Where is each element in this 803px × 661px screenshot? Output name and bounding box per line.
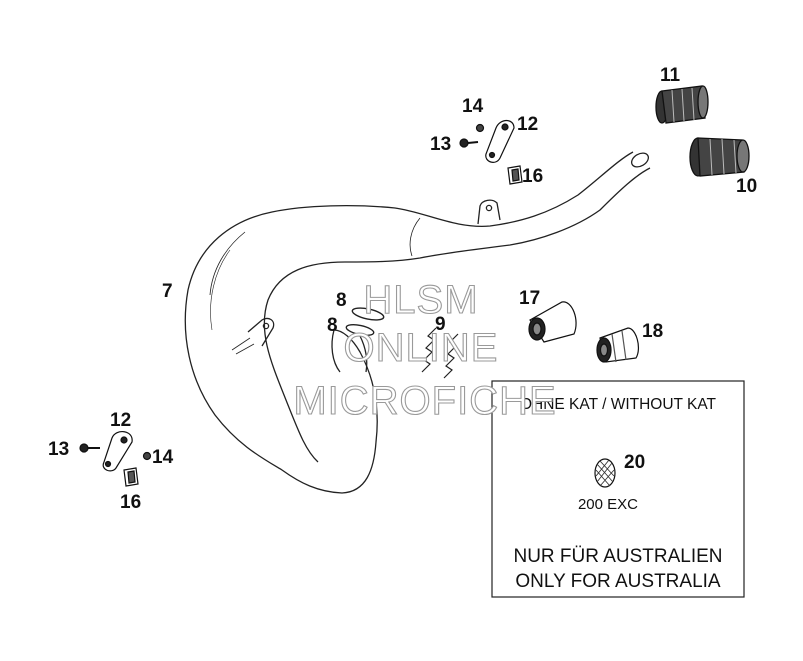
hardware-top-group [459,119,523,185]
exhaust-pipe [184,151,651,494]
part-label-10: 10 [736,176,757,197]
washer-14-top [475,123,485,133]
part-label-14-left: 14 [152,447,174,468]
watermark-line-2: ONLINE [344,326,499,370]
screw-13-left [79,443,100,453]
screw-13-top [459,138,479,148]
watermark-line-1: HLSM [363,278,478,322]
inset-title: OHNE KAT / WITHOUT KAT [520,396,717,413]
clamp-12-left [102,431,133,472]
part-label-8-upper: 8 [336,290,347,311]
inset-note-de: NUR FÜR AUSTRALIEN [513,546,722,567]
part-label-18: 18 [642,321,663,342]
rubber-sleeve-10 [689,137,750,177]
part-label-14-top: 14 [462,96,484,117]
part-label-7: 7 [162,281,173,302]
watermark: HLSM ONLINE MICROFICHE [293,277,556,423]
part-label-16-left: 16 [120,492,141,513]
rubber-sleeve-11 [655,85,709,124]
nut-16-top [507,165,523,185]
screen-insert-20 [594,458,616,488]
part-label-8-lower: 8 [327,315,338,336]
part-label-13-left: 13 [48,439,69,460]
part-label-17: 17 [519,288,540,309]
part-label-20: 20 [624,452,645,473]
part-label-11: 11 [660,65,681,86]
hardware-left-group [79,431,152,487]
washer-14-left [142,451,152,461]
part-label-9: 9 [435,314,446,335]
part-label-12-left: 12 [110,410,131,431]
rubber-damper-18 [596,327,640,363]
part-label-12-top: 12 [517,114,538,135]
o-rings [345,307,385,336]
nut-16-left [123,467,139,487]
without-kat-inset: OHNE KAT / WITHOUT KAT 20 200 EXC NUR FÜ… [491,380,745,598]
part-label-13-top: 13 [430,134,451,155]
springs [421,327,459,379]
watermark-line-3: MICROFICHE [293,379,556,423]
part-labels: 7 8 8 9 10 11 12 13 14 16 17 18 12 13 14… [48,65,757,513]
clamp-12-top [485,119,515,163]
part-label-16-top: 16 [522,166,543,187]
silencer-insert-17 [528,301,577,343]
inset-model: 200 EXC [578,496,638,513]
inset-note-en: ONLY FOR AUSTRALIA [515,571,721,592]
